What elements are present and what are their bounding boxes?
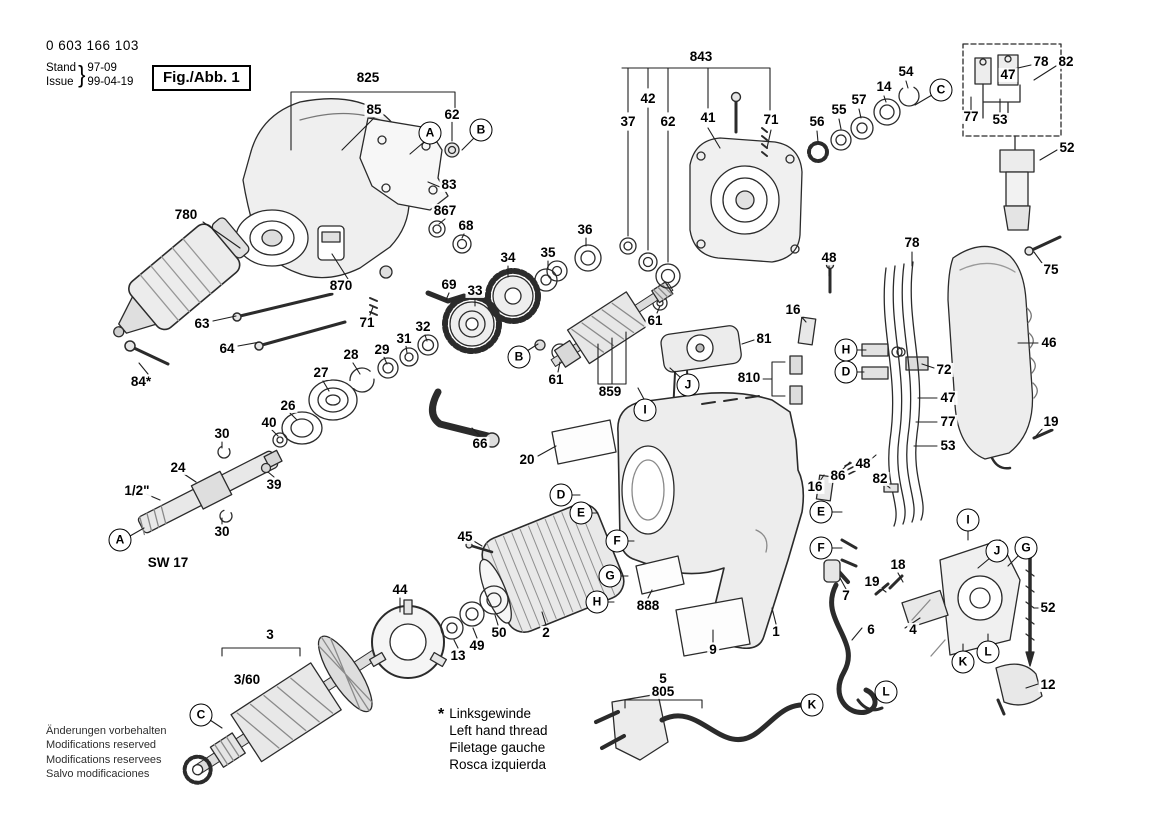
issue-label: Issue <box>46 76 74 89</box>
housing-screws <box>124 292 347 366</box>
title-block: 0 603 166 103 Stand Issue } 97-09 99-04-… <box>46 38 139 90</box>
wiring-inset-box <box>962 43 1062 151</box>
thread-line: Rosca izquierda <box>449 756 547 772</box>
part-number: 0 603 166 103 <box>46 38 139 53</box>
nut-62 <box>444 142 460 158</box>
washers-867-68 <box>428 220 472 254</box>
switch-assembly-52 <box>999 149 1062 256</box>
revision-info: Stand Issue } 97-09 99-04-19 <box>46 61 139 90</box>
supply-cable <box>823 559 884 715</box>
thread-note: * Linksgewinde Left hand thread Filetage… <box>438 706 548 774</box>
thread-line: Filetage gauche <box>449 739 546 755</box>
drill-chuck <box>113 217 250 338</box>
intermediate-flange <box>689 91 803 263</box>
gearbox-armature <box>550 281 674 368</box>
spindle-washers-bearings <box>260 334 439 474</box>
bearing-plate-44 <box>368 585 509 679</box>
thread-line: Linksgewinde <box>449 706 532 721</box>
note-line: Änderungen vorbehalten <box>46 725 167 737</box>
asterisk-marker: * <box>438 706 445 723</box>
trigger-switch <box>660 325 742 401</box>
rotor-assembly <box>182 624 418 785</box>
brush-and-wiring <box>789 260 929 568</box>
brush-plate-right <box>874 428 1054 657</box>
issue-value: 99-04-19 <box>87 76 134 89</box>
bearing-set-top-right <box>807 85 920 163</box>
revision-notes: Änderungen vorbehalten Modifications res… <box>46 724 166 781</box>
note-line: Modifications reserved <box>46 739 157 752</box>
thread-line: Left hand thread <box>449 722 548 738</box>
depth-rod-52 <box>1025 554 1035 667</box>
stand-label: Stand <box>46 62 77 74</box>
note-line: Modifications reservees <box>46 753 162 766</box>
rear-handle <box>947 245 1038 470</box>
stand-value: 97-09 <box>87 62 117 74</box>
gear-train <box>442 244 668 361</box>
labels-plates <box>551 419 751 657</box>
retaining-clips-30 <box>217 445 233 523</box>
brace-glyph: } <box>78 61 86 89</box>
motor-housing <box>617 392 805 650</box>
note-line: Salvo modificaciones <box>46 767 150 780</box>
power-plug <box>594 693 815 761</box>
figure-label: Fig./Abb. 1 <box>152 65 251 91</box>
cable-boot-12 <box>995 663 1043 716</box>
field-stator <box>479 503 625 633</box>
armature-bearings-top <box>619 237 681 289</box>
locking-lever-66 <box>429 388 500 448</box>
spindle <box>137 449 283 536</box>
